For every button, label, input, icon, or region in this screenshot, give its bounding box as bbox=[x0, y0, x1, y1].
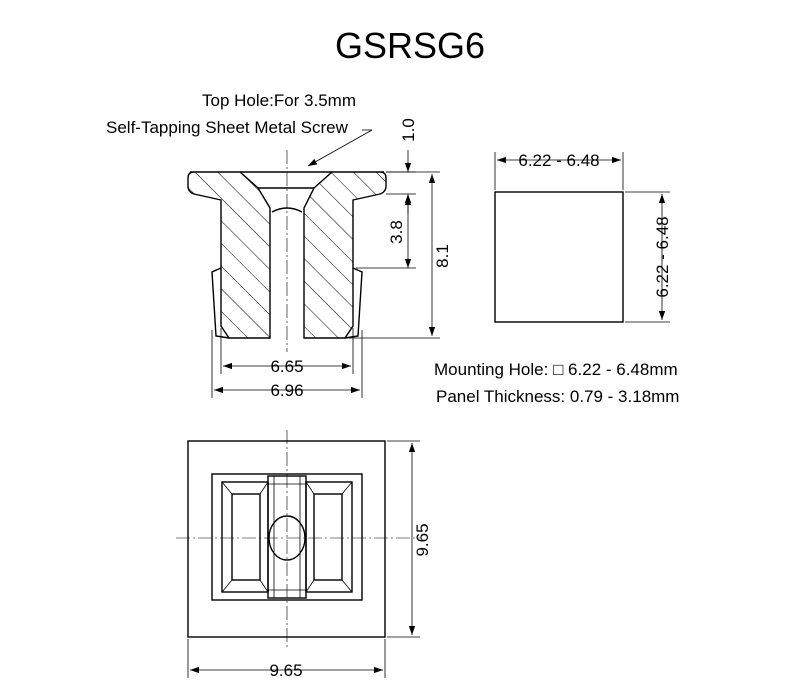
dim-overall-height: 8.1 bbox=[345, 171, 452, 339]
callout-leader bbox=[307, 129, 373, 167]
dim-slot-depth: 3.8 bbox=[356, 196, 416, 269]
mounting-hole-square bbox=[494, 191, 624, 323]
callout-screw: Self-Tapping Sheet Metal Screw bbox=[106, 118, 349, 137]
spec-mounting-hole: Mounting Hole: □ 6.22 - 6.48mm bbox=[434, 360, 678, 379]
dim-hole-width-label: 6.22 - 6.48 bbox=[518, 151, 599, 170]
dim-hole-height-label: 6.22 - 6.48 bbox=[653, 216, 672, 297]
spec-panel-thickness: Panel Thickness: 0.79 - 3.18mm bbox=[436, 387, 679, 406]
mounting-hole-view: 6.22 - 6.48 6.22 - 6.48 bbox=[494, 151, 672, 323]
dim-inner-width: 6.65 bbox=[220, 328, 354, 376]
page-title: GSRSG6 bbox=[335, 25, 485, 66]
dim-flange-thickness: 1.0 bbox=[386, 118, 418, 214]
top-view-flange bbox=[187, 440, 386, 638]
section-left-half bbox=[187, 171, 271, 339]
section-right-half bbox=[303, 171, 387, 339]
side-section-view bbox=[187, 150, 387, 352]
dim-flange-thickness-label: 1.0 bbox=[399, 118, 418, 142]
dim-slot-depth-label: 3.8 bbox=[387, 220, 406, 244]
dim-flange-width-label: 9.65 bbox=[269, 661, 302, 680]
top-view bbox=[176, 430, 420, 650]
dim-flange-height-label: 9.65 bbox=[413, 523, 432, 556]
dim-inner-width-label: 6.65 bbox=[270, 357, 303, 376]
dim-flange-width: 9.65 bbox=[187, 639, 386, 680]
callout-top-hole: Top Hole:For 3.5mm bbox=[202, 91, 356, 110]
barb-right bbox=[344, 267, 363, 339]
barb-left bbox=[211, 267, 230, 339]
dim-outer-width-label: 6.96 bbox=[270, 381, 303, 400]
dim-outer-width: 6.96 bbox=[211, 330, 363, 400]
dim-flange-height: 9.65 bbox=[387, 440, 432, 638]
dim-overall-height-label: 8.1 bbox=[433, 244, 452, 268]
